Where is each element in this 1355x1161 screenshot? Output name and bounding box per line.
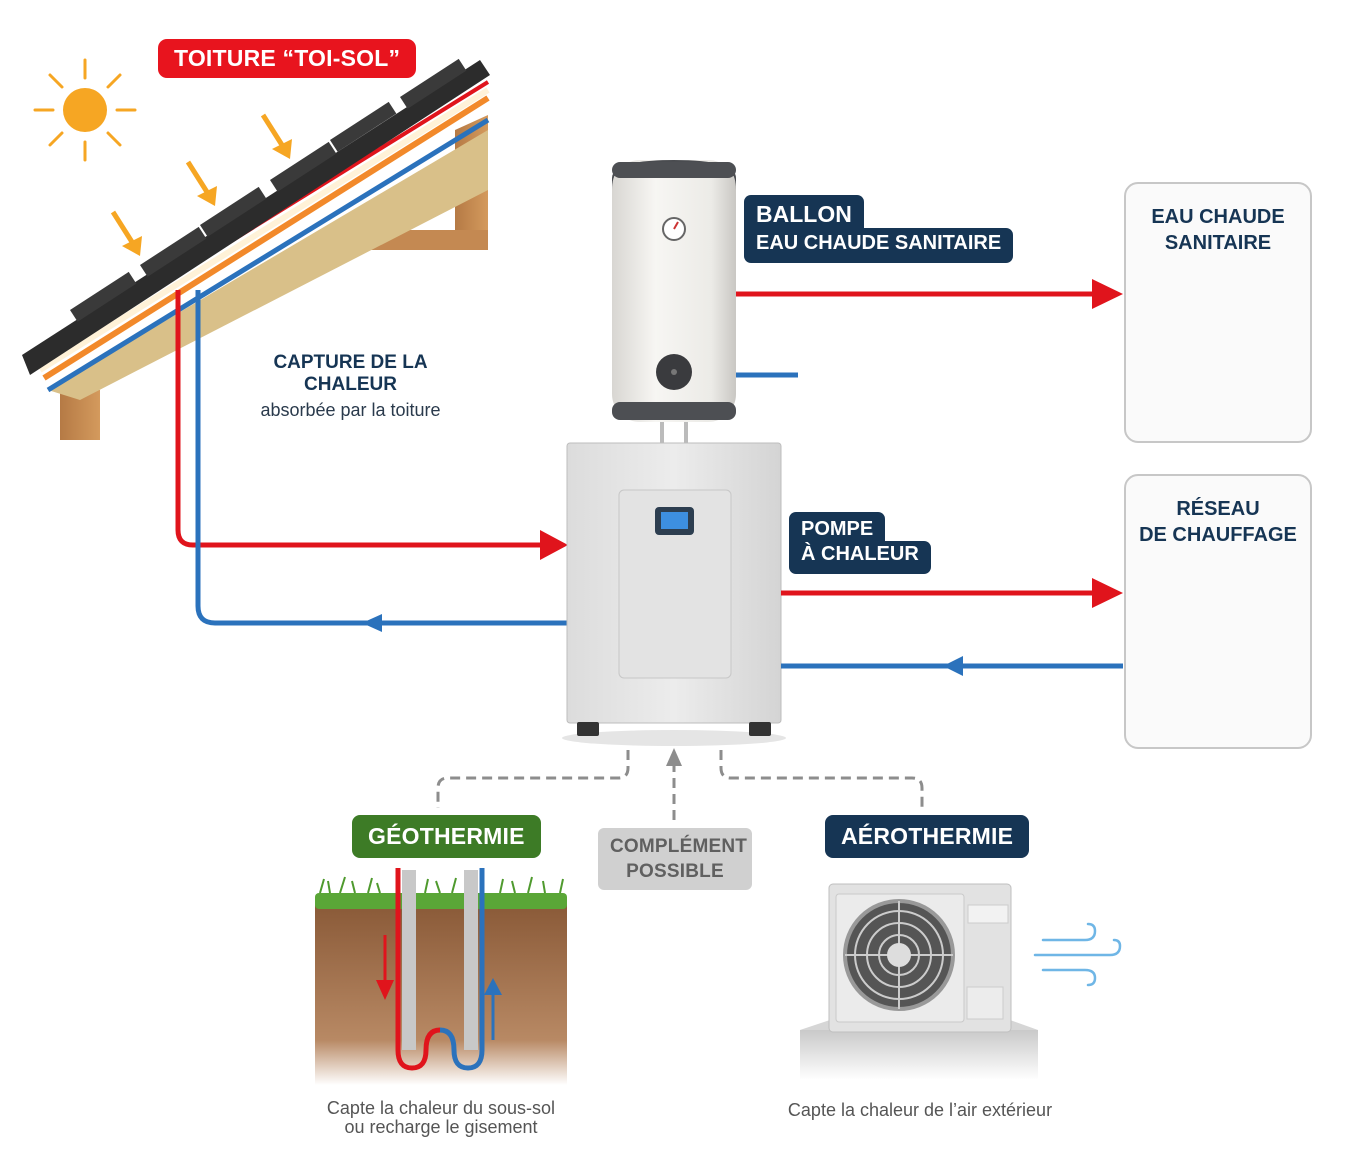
roof-illustration xyxy=(22,58,490,440)
geothermie-caption-line1: Capte la chaleur du sous-sol xyxy=(326,1098,556,1118)
sunlight-arrows-icon xyxy=(110,113,292,256)
complement-label: COMPLÉMENT POSSIBLE xyxy=(598,828,752,890)
hot-water-tank xyxy=(612,160,736,444)
card-chauffage-title: RÉSEAU DE CHAUFFAGE xyxy=(1126,496,1310,548)
card-eau-chaude-title: EAU CHAUDE SANITAIRE xyxy=(1126,204,1310,256)
card-chauffage-line2: DE CHAUFFAGE xyxy=(1139,524,1297,546)
source-connectors xyxy=(436,750,924,820)
tank-hot-arrow-icon xyxy=(1092,279,1123,309)
down-flow-arrow-icon xyxy=(376,980,394,1000)
card-eau-chaude: EAU CHAUDE SANITAIRE xyxy=(1124,182,1312,443)
ballon-label-line2: EAU CHAUDE SANITAIRE xyxy=(744,228,1014,263)
aerothermie-caption: Capte la chaleur de l’air extérieur xyxy=(787,1100,1053,1120)
roof-cold-pipe xyxy=(195,290,567,626)
air-source-unit-illustration xyxy=(800,883,1038,1080)
pompe-label-line2: À CHALEUR xyxy=(789,541,931,574)
capture-title: CAPTURE DE LA CHALEUR xyxy=(273,352,428,395)
roof-hot-pipe xyxy=(175,290,540,548)
pompe-label: POMPE À CHALEUR xyxy=(789,512,931,574)
roof-hot-arrow-icon xyxy=(540,530,568,560)
sun-icon xyxy=(33,58,137,162)
aerothermie-label: AÉROTHERMIE xyxy=(825,815,1030,858)
complement-line1: COMPLÉMENT xyxy=(610,836,748,857)
ballon-label-line1: BALLON xyxy=(744,195,864,228)
geothermie-label: GÉOTHERMIE xyxy=(352,815,541,858)
heating-cold-arrow-icon xyxy=(943,656,963,676)
heating-hot-arrow-icon xyxy=(1092,578,1123,608)
card-eau-chaude-line1: EAU CHAUDE xyxy=(1151,206,1285,228)
geothermal-illustration xyxy=(315,868,567,1085)
pompe-label-line1: POMPE xyxy=(789,512,886,541)
card-eau-chaude-line2: SANITAIRE xyxy=(1164,232,1272,254)
ballon-label: BALLON EAU CHAUDE SANITAIRE xyxy=(744,195,1014,263)
roof-label: TOITURE “TOI-SOL” xyxy=(158,39,417,78)
heat-pump-unit xyxy=(562,442,786,746)
card-chauffage-line1: RÉSEAU xyxy=(1176,498,1260,520)
complement-line2: POSSIBLE xyxy=(626,861,724,882)
capture-subtitle: absorbée par la toiture xyxy=(260,400,441,420)
roof-cold-arrow-icon xyxy=(362,614,382,632)
geothermie-caption: Capte la chaleur du sous-sol ou recharge… xyxy=(315,1099,567,1137)
wind-icon xyxy=(1033,922,1122,987)
complement-arrow-icon xyxy=(666,748,682,766)
capture-heat-note: CAPTURE DE LA CHALEUR absorbée par la to… xyxy=(228,352,473,421)
card-chauffage: RÉSEAU DE CHAUFFAGE xyxy=(1124,474,1312,749)
geothermie-caption-line2: ou recharge le gisement xyxy=(344,1117,538,1137)
up-flow-arrow-icon xyxy=(484,978,502,995)
